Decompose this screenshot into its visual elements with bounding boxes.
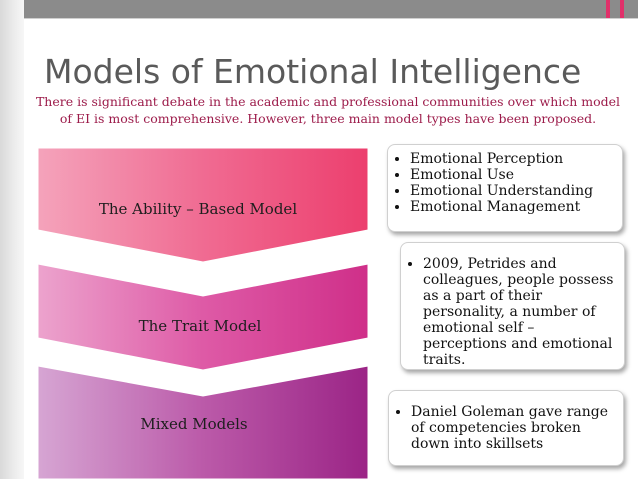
ability-model-details: Emotional Perception Emotional Use Emoti… xyxy=(387,144,623,232)
trait-points-list: 2009, Petrides and colleagues, people po… xyxy=(401,256,618,368)
ability-points-list: Emotional Perception Emotional Use Emoti… xyxy=(388,151,616,215)
list-item: 2009, Petrides and colleagues, people po… xyxy=(423,256,618,368)
slide-title: Models of Emotional Intelligence xyxy=(44,52,582,91)
mixed-model-details: Daniel Goleman gave range of competencie… xyxy=(388,390,624,466)
list-item: Emotional Perception xyxy=(410,151,616,167)
top-accent-mark xyxy=(606,0,610,18)
list-item: Daniel Goleman gave range of competencie… xyxy=(411,404,617,452)
list-item: Emotional Understanding xyxy=(410,183,616,199)
mixed-points-list: Daniel Goleman gave range of competencie… xyxy=(389,404,617,452)
list-item: Emotional Use xyxy=(410,167,616,183)
chevron-trait-model: The Trait Model xyxy=(37,263,369,371)
slide-left-decoration xyxy=(0,0,24,479)
list-item: Emotional Management xyxy=(410,199,616,215)
chevron-mixed-model: Mixed Models xyxy=(37,365,369,479)
trait-model-details: 2009, Petrides and colleagues, people po… xyxy=(400,242,625,370)
chevron-label-ability: The Ability – Based Model xyxy=(99,200,297,218)
chevron-label-mixed: Mixed Models xyxy=(140,415,247,433)
slide-divider xyxy=(24,18,638,19)
top-accent-mark xyxy=(620,0,624,18)
slide-top-bar xyxy=(24,0,638,18)
chevron-label-trait: The Trait Model xyxy=(139,317,262,335)
chevron-ability-model: The Ability – Based Model xyxy=(37,147,369,263)
slide-subtitle: There is significant debate in the acade… xyxy=(35,94,621,126)
